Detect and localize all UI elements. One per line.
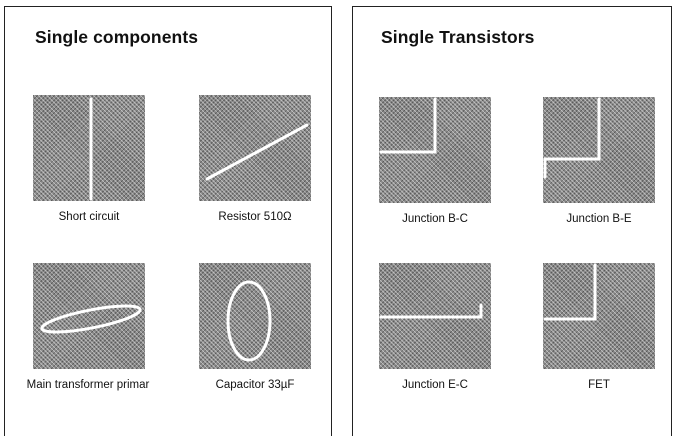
caption-capacitor: Capacitor 33µF: [215, 379, 295, 391]
caption-junction-ec: Junction E-C: [402, 379, 468, 391]
flat-line-spike-icon: [379, 303, 483, 319]
single-transistors-panel: Single Transistors Junction B-C Junction…: [352, 6, 672, 436]
z-step-curve-icon: [543, 97, 601, 179]
caption-junction-be: Junction B-E: [566, 213, 632, 225]
l-corner-curve-icon: [543, 263, 597, 321]
caption-junction-bc: Junction B-C: [402, 213, 468, 225]
tilted-ellipse-icon: [40, 304, 142, 334]
transformer-trace: [33, 263, 145, 369]
l-corner-curve-icon: [379, 97, 437, 154]
caption-transformer: Main transformer primar: [26, 379, 150, 391]
panel-title: Single components: [35, 27, 199, 47]
caption-fet: FET: [588, 379, 610, 391]
vertical-line-icon: [89, 97, 93, 201]
junction-ec-trace: [379, 263, 491, 369]
single-components-panel: Single components Short circuit Resistor…: [4, 6, 332, 436]
fet-trace: [543, 263, 655, 369]
capacitor-trace: [199, 263, 311, 369]
caption-resistor: Resistor 510Ω: [218, 211, 292, 223]
junction-bc-trace: [379, 97, 491, 203]
panel-title: Single Transistors: [381, 27, 535, 47]
caption-short-circuit: Short circuit: [58, 211, 120, 223]
short-circuit-trace: [33, 95, 145, 201]
resistor-trace: [199, 95, 311, 201]
junction-be-trace: [543, 97, 655, 203]
diagonal-line-icon: [205, 123, 309, 181]
upright-ellipse-icon: [226, 280, 272, 362]
